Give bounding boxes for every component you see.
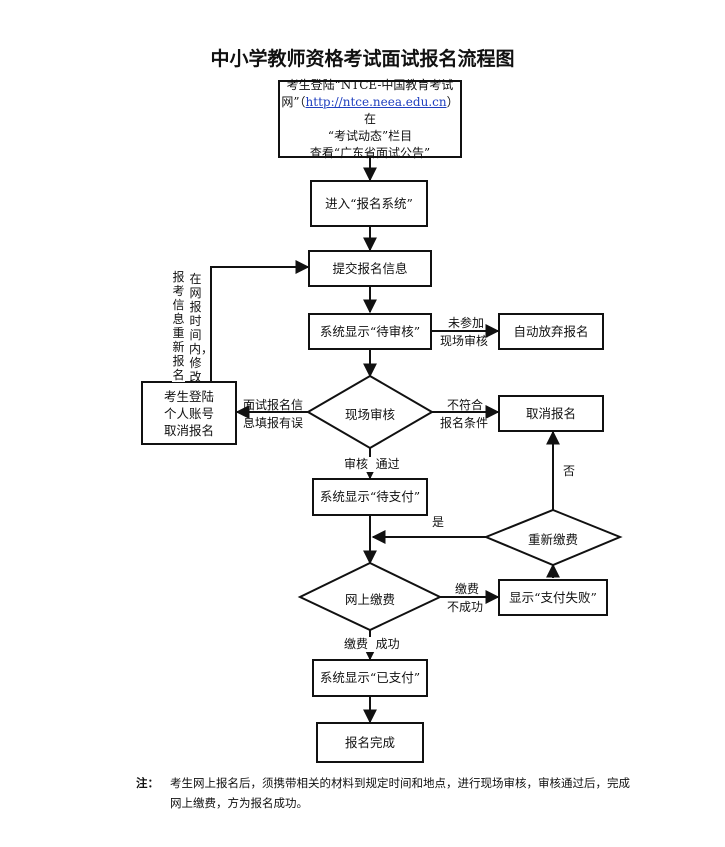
login-cancel-line-2: 个人账号 <box>163 405 214 421</box>
start-line-3: “考试动态”栏目 <box>327 128 413 143</box>
diamond-repay <box>483 508 623 567</box>
footnote: 注： 考生网上报名后，须携带相关的材料到规定时间和地点，进行现场审核，审核通过后… <box>136 773 636 813</box>
label-pay-fail-2: 不成功 <box>447 600 484 614</box>
login-cancel-line-3: 取消报名 <box>163 422 214 438</box>
start-line-1: 考生登陆“NTCE-中国教育考试 <box>286 77 454 92</box>
login-cancel-line-1: 考生登陆 <box>163 388 214 404</box>
label-not-attend-2: 现场审核 <box>440 334 489 348</box>
node-auto-abandon: 自动放弃报名 <box>498 313 604 350</box>
node-pending-payment: 系统显示“待支付” <box>312 478 428 516</box>
footnote-text: 考生网上报名后，须携带相关的材料到规定时间和地点，进行现场审核，审核通过后，完成… <box>170 776 630 810</box>
label-error-2: 息填报有误 <box>243 416 304 430</box>
node-online-payment: 网上缴费 <box>344 592 395 607</box>
footnote-label: 注： <box>136 776 159 790</box>
label-review-pass: 审核 通过 <box>344 457 400 472</box>
start-box: 考生登陆“NTCE-中国教育考试 网”（http://ntce.neea.edu… <box>278 77 462 160</box>
start-line-4: 查看“广东省面试公告” <box>309 145 431 160</box>
node-onsite-review: 现场审核 <box>344 407 395 422</box>
node-login-cancel: 考生登陆 个人账号 取消报名 <box>141 381 237 445</box>
label-error-1: 面试报名信 <box>243 398 304 412</box>
label-not-eligible-2: 报名条件 <box>440 416 489 430</box>
node-repay: 重新缴费 <box>527 532 578 547</box>
label-not-eligible-1: 不符合 <box>447 398 484 412</box>
node-enter-system: 进入“报名系统” <box>310 180 428 227</box>
node-complete: 报名完成 <box>316 722 424 763</box>
node-paid: 系统显示“已支付” <box>312 659 428 697</box>
label-pay-success: 缴费 成功 <box>344 637 400 652</box>
node-submit-info: 提交报名信息 <box>308 250 432 287</box>
page-title: 中小学教师资格考试面试报名流程图 <box>210 48 515 70</box>
label-resubmit-vertical-1: 报考信息重新报名 <box>172 270 185 382</box>
node-cancel-registration: 取消报名 <box>498 395 604 432</box>
label-yes: 是 <box>432 515 445 529</box>
node-pending-review: 系统显示“待审核” <box>308 313 432 350</box>
label-resubmit-vertical-2: 在网报时间内，修改 <box>189 272 214 384</box>
start-line-2-post: ）在 <box>363 94 459 126</box>
edge-login-to-submit <box>210 260 310 381</box>
label-pay-fail-1: 缴费 <box>455 582 480 596</box>
label-not-attend-1: 未参加 <box>448 316 485 330</box>
start-line-2: 网”（http://ntce.neea.edu.cn）在 <box>280 94 460 128</box>
label-no: 否 <box>563 464 576 478</box>
diamond-online-payment <box>297 561 443 632</box>
diamond-onsite-review <box>306 374 434 450</box>
node-payment-failed: 显示“支付失败” <box>498 579 608 616</box>
ntce-link[interactable]: http://ntce.neea.edu.cn <box>305 94 447 109</box>
start-line-2-pre: 网”（ <box>281 94 306 109</box>
